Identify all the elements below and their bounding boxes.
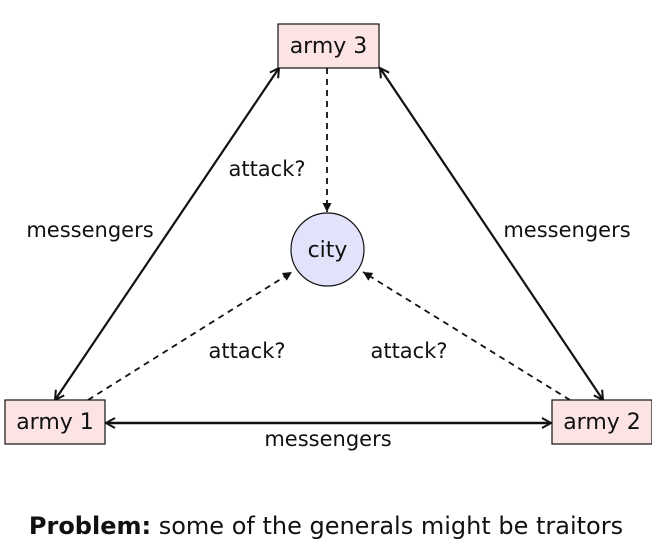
label-attack-army2: attack? [370, 339, 447, 363]
caption: Problem: some of the generals might be t… [0, 512, 652, 540]
node-city: city [290, 212, 365, 287]
edge-attack-army2 [362, 271, 571, 401]
label-attack-army1: attack? [208, 339, 285, 363]
node-army3: army 3 [277, 23, 380, 69]
caption-text: some of the generals might be traitors [158, 512, 624, 540]
node-city-label: city [308, 238, 348, 263]
node-army1-label: army 1 [16, 410, 94, 435]
node-army3-label: army 3 [290, 34, 368, 59]
byzantine-generals-diagram: army 3 army 1 army 2 city messengers mes… [4, 23, 652, 451]
label-messengers-left: messengers [26, 218, 153, 242]
caption-label: Problem: [28, 512, 152, 540]
edge-army1-army3 [55, 68, 279, 400]
node-army2: army 2 [551, 399, 652, 445]
label-messengers-bottom: messengers [264, 427, 391, 451]
node-army2-label: army 2 [563, 410, 641, 435]
label-messengers-right: messengers [503, 218, 630, 242]
edge-attack-army1 [87, 271, 293, 401]
node-army1: army 1 [4, 399, 106, 445]
edge-army2-army3 [380, 68, 603, 400]
label-attack-army3: attack? [228, 157, 305, 181]
